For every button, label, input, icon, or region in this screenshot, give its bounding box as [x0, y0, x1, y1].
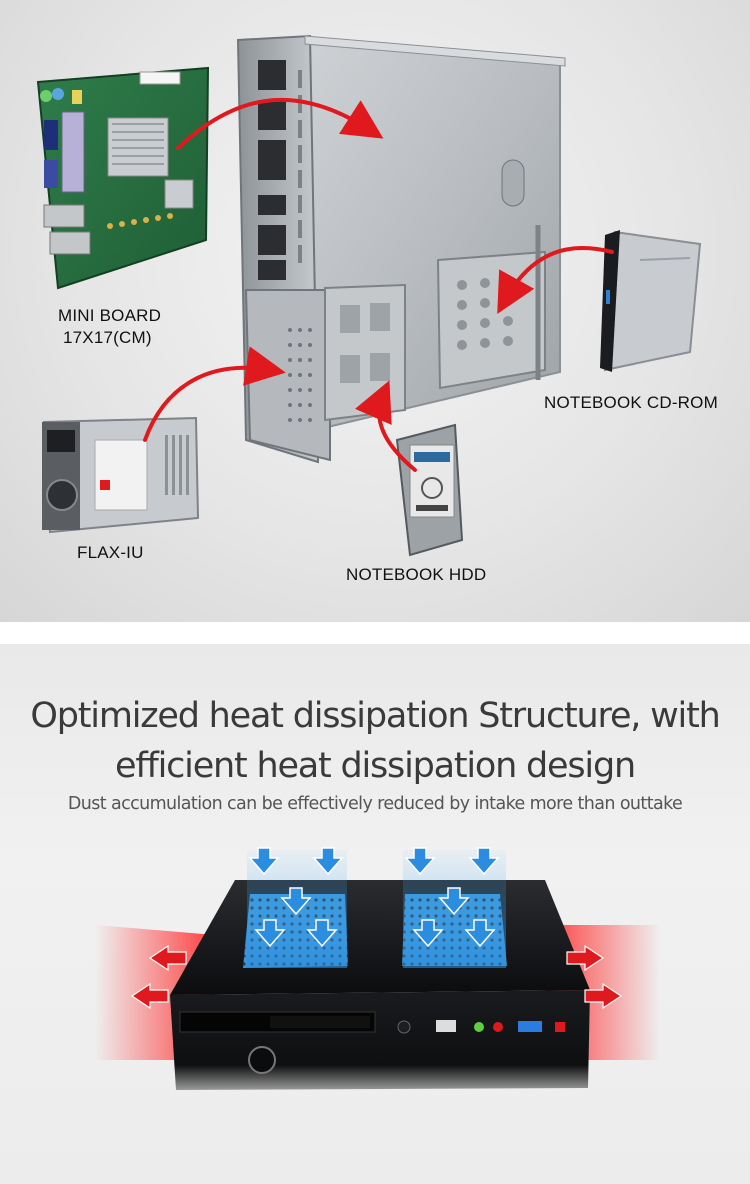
- cd-rom-label: NOTEBOOK CD-ROM: [544, 393, 718, 412]
- arrow-board-to-chassis: [176, 97, 384, 150]
- hdd-label: NOTEBOOK HDD: [346, 565, 487, 584]
- mini-board-label: MINI BOARD: [58, 306, 162, 325]
- mini-board-image: [36, 66, 210, 290]
- panel-divider: [0, 622, 750, 644]
- psu-image: [42, 416, 200, 534]
- hdd-image: [395, 423, 464, 557]
- psu-label: FLAX-IU: [77, 543, 144, 562]
- arrow-cdrom-to-bay: [497, 246, 614, 314]
- components-illustration: [36, 34, 702, 557]
- mini-board-size-label: 17X17(CM): [63, 328, 152, 347]
- heading-line-1: Optimized heat dissipation Structure, wi…: [30, 696, 720, 736]
- heading-subtitle: Dust accumulation can be effectively red…: [67, 794, 683, 814]
- arrow-hdd-to-bay: [355, 380, 417, 472]
- heading-line-2: efficient heat dissipation design: [115, 746, 636, 786]
- arrow-psu-to-cage: [143, 346, 286, 442]
- cd-rom-image: [600, 230, 702, 372]
- assembly-arrows: [143, 97, 614, 472]
